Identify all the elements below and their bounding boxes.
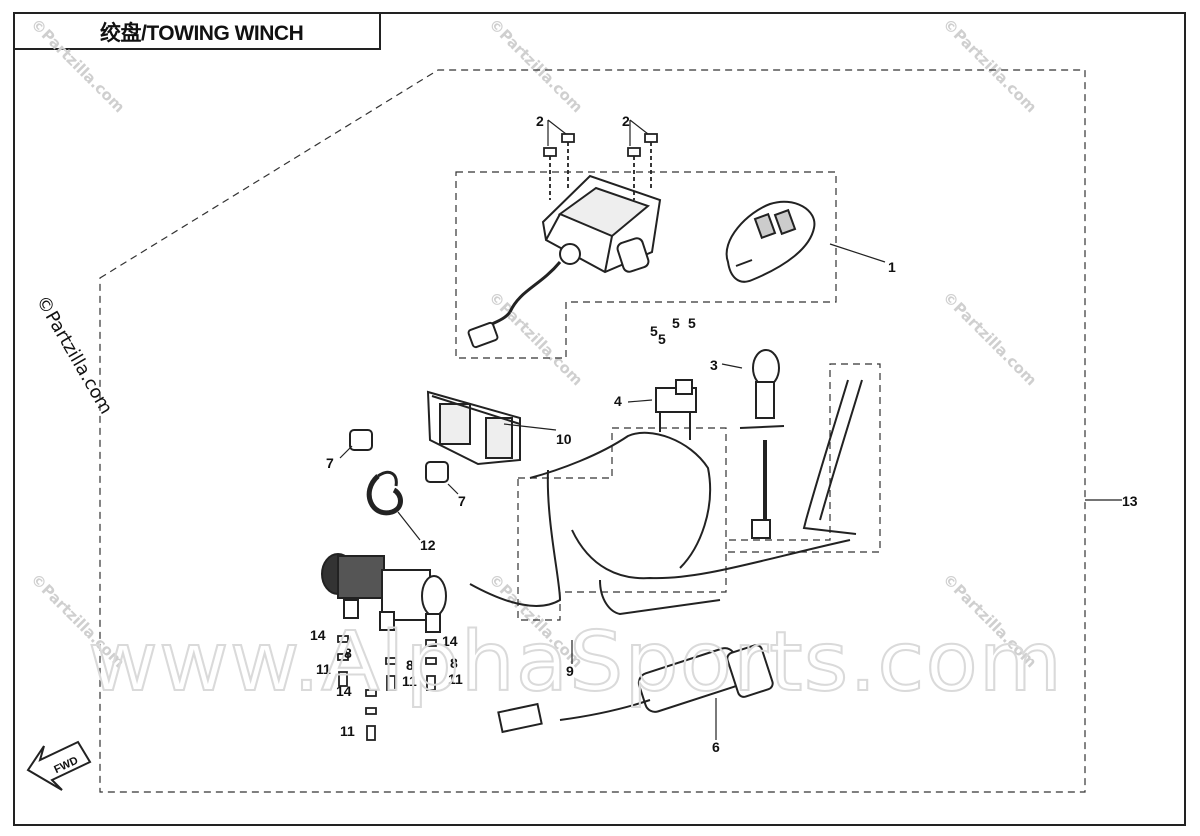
contactor bbox=[655, 379, 697, 440]
harness-group-outline bbox=[517, 363, 881, 621]
callout-7b: 7 bbox=[458, 493, 466, 509]
callout-14c: 14 bbox=[336, 683, 352, 699]
assembly-outline bbox=[99, 69, 1086, 793]
watermark-3: ©Partzilla.com bbox=[939, 15, 1040, 116]
callout-4: 4 bbox=[614, 393, 622, 409]
callout-11a: 11 bbox=[316, 661, 331, 677]
callout-14b: 14 bbox=[442, 633, 458, 649]
callout-13: 13 bbox=[1122, 493, 1138, 509]
callout-11c: 11 bbox=[448, 671, 463, 687]
callout-10: 10 bbox=[556, 431, 572, 447]
rocker-switch bbox=[739, 349, 785, 539]
callout-14a: 14 bbox=[310, 627, 326, 643]
remote-transmitter bbox=[725, 200, 816, 283]
callouts: 1 2 2 3 4 5 5 5 5 6 7 7 8 8 8 9 10 11 11… bbox=[310, 113, 1138, 755]
page-title: 绞盘/TOWING WINCH bbox=[100, 22, 304, 45]
callout-8b: 8 bbox=[406, 657, 414, 673]
watermark-4: ©Partzilla.com bbox=[485, 288, 586, 389]
callout-6: 6 bbox=[712, 739, 720, 755]
callout-8c: 8 bbox=[450, 655, 458, 671]
winch-hook bbox=[366, 470, 403, 516]
watermark-group: ©Partzilla.com ©Partzilla.com ©Partzilla… bbox=[27, 15, 1040, 671]
bolts-2 bbox=[543, 133, 658, 200]
callout-11d: 11 bbox=[340, 723, 355, 739]
callout-2a: 2 bbox=[536, 113, 544, 129]
callout-5c: 5 bbox=[672, 315, 680, 331]
diagram-frame bbox=[13, 12, 1186, 826]
callout-11b: 11 bbox=[402, 673, 417, 689]
watermark-5: ©Partzilla.com bbox=[939, 288, 1040, 389]
leader-lines bbox=[339, 119, 1122, 740]
callout-2b: 2 bbox=[622, 113, 630, 129]
winch-control-module bbox=[467, 174, 662, 349]
watermark-large: www.AlphaSports.com bbox=[88, 615, 1063, 710]
title-box bbox=[13, 12, 381, 50]
callout-3: 3 bbox=[710, 357, 718, 373]
callout-1: 1 bbox=[888, 259, 896, 275]
watermark-1: ©Partzilla.com bbox=[27, 15, 128, 116]
callout-9: 9 bbox=[566, 663, 574, 679]
fwd-arrow: FWD bbox=[26, 740, 92, 791]
roller-fairlead bbox=[426, 390, 521, 466]
callout-5b: 5 bbox=[658, 331, 666, 347]
mounting-hardware bbox=[337, 635, 437, 741]
callout-5a: 5 bbox=[650, 323, 658, 339]
winch-motor bbox=[321, 553, 447, 633]
callout-12: 12 bbox=[420, 537, 436, 553]
controller-group-outline bbox=[455, 171, 837, 359]
callout-7a: 7 bbox=[326, 455, 334, 471]
callout-8a: 8 bbox=[344, 645, 352, 661]
handlebar-switch bbox=[497, 644, 774, 734]
wire-harness bbox=[469, 379, 863, 616]
side-copyright: ©Partzilla.com bbox=[32, 292, 117, 418]
bolts-7 bbox=[349, 429, 449, 483]
watermark-2: ©Partzilla.com bbox=[485, 15, 586, 116]
callout-5d: 5 bbox=[688, 315, 696, 331]
